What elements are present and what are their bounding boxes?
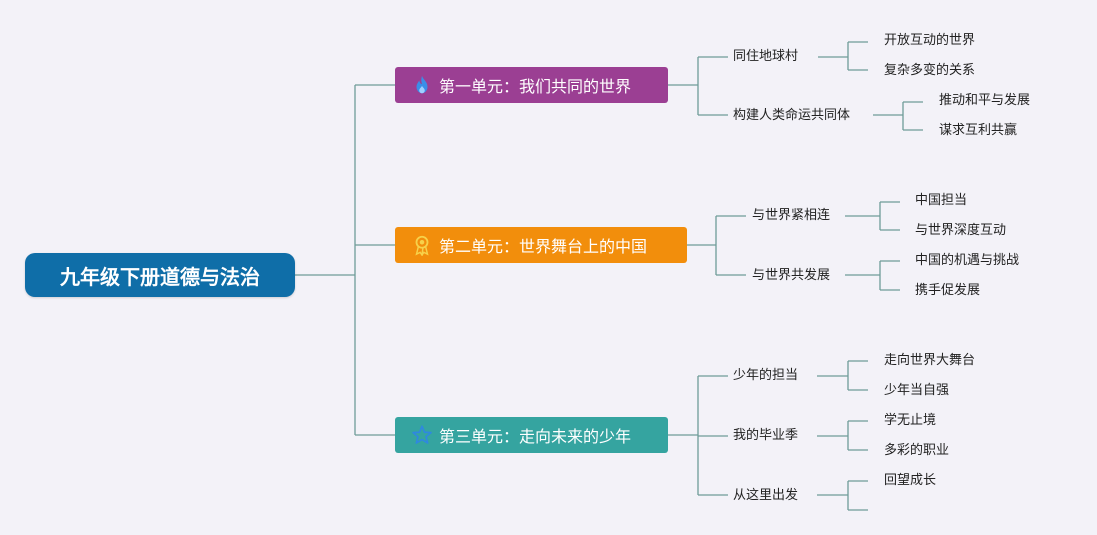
topic-1-1-2[interactable]: 复杂多变的关系 <box>884 61 975 81</box>
topic-3-1-1[interactable]: 走向世界大舞台 <box>884 351 975 371</box>
topic-1-2-2-label: 谋求互利共赢 <box>939 123 1018 138</box>
lesson-2-2[interactable]: 与世界共发展 <box>752 266 830 286</box>
topic-2-2-1[interactable]: 中国的机遇与挑战 <box>915 251 1019 271</box>
topic-1-2-2[interactable]: 谋求互利共赢 <box>939 121 1017 141</box>
topic-1-1-1-label: 开放互动的世界 <box>884 33 976 48</box>
lesson-3-3-label: 从这里出发 <box>733 488 799 503</box>
unit-1-node[interactable]: 第一单元：我们共同的世界 <box>395 67 668 103</box>
lesson-2-2-label: 与世界共发展 <box>752 268 831 283</box>
topic-2-1-1-label: 中国担当 <box>915 193 968 208</box>
topic-3-3-1-label: 回望成长 <box>884 473 937 488</box>
lesson-3-2[interactable]: 我的毕业季 <box>733 426 798 446</box>
topic-3-2-2-label: 多彩的职业 <box>884 443 950 458</box>
topic-1-2-1-label: 推动和平与发展 <box>939 93 1031 108</box>
topic-2-2-2[interactable]: 携手促发展 <box>915 281 980 301</box>
flame-icon <box>416 75 428 94</box>
lesson-3-1[interactable]: 少年的担当 <box>733 366 798 386</box>
unit2-connector <box>687 215 746 276</box>
unit3-connector <box>668 375 728 496</box>
topic-2-1-1[interactable]: 中国担当 <box>915 191 967 211</box>
lesson-1-1-label: 同住地球村 <box>733 49 799 64</box>
lesson3-2-connector <box>817 420 868 451</box>
lesson1-2-connector <box>873 101 923 131</box>
topic-3-3-1[interactable]: 回望成长 <box>884 471 936 491</box>
topic-1-1-2-label: 复杂多变的关系 <box>884 63 976 78</box>
unit-2-node[interactable]: 第二单元：世界舞台上的中国 <box>395 227 687 263</box>
unit-3-node[interactable]: 第三单元：走向未来的少年 <box>395 417 668 453</box>
topic-1-1-1[interactable]: 开放互动的世界 <box>884 31 975 51</box>
topic-3-2-1-label: 学无止境 <box>884 413 937 428</box>
lesson3-3-connector <box>817 480 868 511</box>
root-connector <box>295 84 395 436</box>
medal-icon <box>415 235 429 256</box>
lesson2-2-connector <box>845 260 900 291</box>
lesson-2-1[interactable]: 与世界紧相连 <box>752 206 830 226</box>
topic-3-1-2[interactable]: 少年当自强 <box>884 381 949 401</box>
lesson-1-2-label: 构建人类命运共同体 <box>733 108 851 123</box>
topic-3-1-1-label: 走向世界大舞台 <box>884 353 976 368</box>
topic-2-1-2-label: 与世界深度互动 <box>915 223 1007 238</box>
lesson-2-1-label: 与世界紧相连 <box>752 208 831 223</box>
topic-3-2-1[interactable]: 学无止境 <box>884 411 936 431</box>
root-node[interactable]: 九年级下册道德与法治 <box>25 253 295 297</box>
lesson3-1-connector <box>817 360 868 391</box>
topic-3-2-2[interactable]: 多彩的职业 <box>884 441 949 461</box>
topic-1-2-1[interactable]: 推动和平与发展 <box>939 91 1030 111</box>
lesson-3-3[interactable]: 从这里出发 <box>733 486 798 506</box>
unit1-connector <box>668 56 728 116</box>
lesson2-1-connector <box>845 201 900 231</box>
unit-3-label: 第三单元：走向未来的少年 <box>439 427 632 446</box>
unit-1-label: 第一单元：我们共同的世界 <box>439 77 632 96</box>
lesson1-1-connector <box>818 41 868 71</box>
star-icon <box>412 425 432 444</box>
lesson-1-1[interactable]: 同住地球村 <box>733 47 798 67</box>
lesson-3-2-label: 我的毕业季 <box>733 428 799 443</box>
topic-3-1-2-label: 少年当自强 <box>884 383 950 398</box>
topic-2-2-2-label: 携手促发展 <box>915 283 981 298</box>
root-label: 九年级下册道德与法治 <box>60 264 260 289</box>
topic-2-1-2[interactable]: 与世界深度互动 <box>915 221 1006 241</box>
topic-2-2-1-label: 中国的机遇与挑战 <box>915 253 1020 268</box>
unit-2-label: 第二单元：世界舞台上的中国 <box>439 237 648 256</box>
lesson-3-1-label: 少年的担当 <box>733 368 799 383</box>
lesson-1-2[interactable]: 构建人类命运共同体 <box>733 106 850 126</box>
